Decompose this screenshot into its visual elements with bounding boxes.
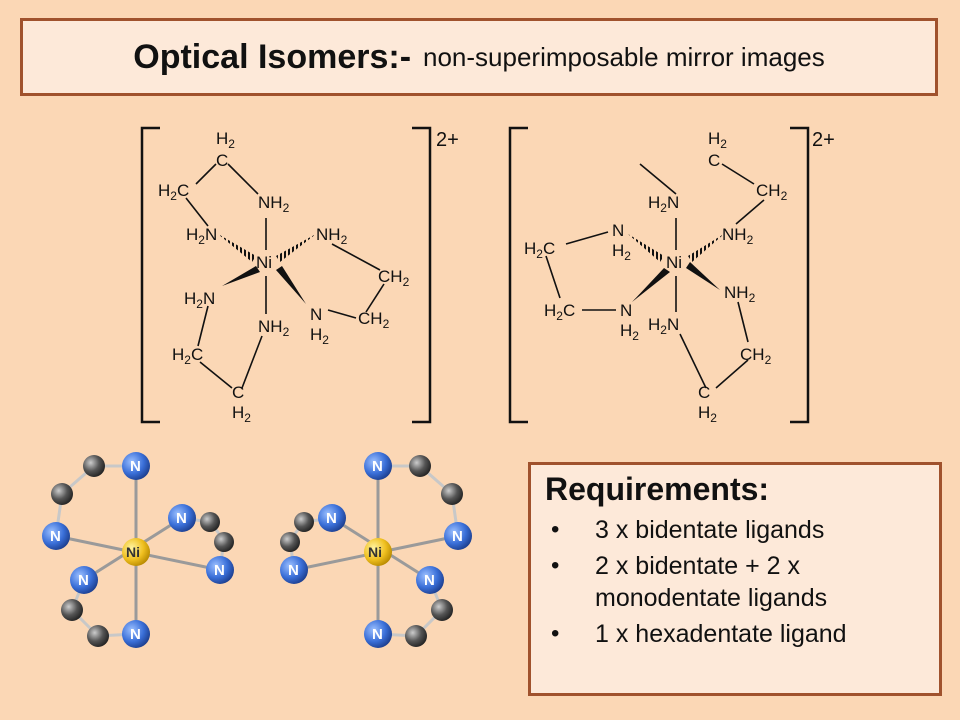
carbon-atom bbox=[441, 483, 463, 505]
label-nh2: NH2 bbox=[258, 193, 290, 215]
requirement-item: 1 x hexadentate ligand bbox=[545, 618, 925, 650]
label-h2n: H2N bbox=[648, 315, 679, 337]
carbon-atom bbox=[200, 512, 220, 532]
label-h2: H2 bbox=[310, 325, 329, 347]
label-c: C bbox=[708, 151, 720, 170]
label-ch2: CH2 bbox=[358, 309, 390, 331]
carbon-atom bbox=[405, 625, 427, 647]
label-h2c: H2C bbox=[158, 181, 189, 203]
label-nh2: NH2 bbox=[722, 225, 754, 247]
label-nh2: NH2 bbox=[316, 225, 348, 247]
carbon-atom bbox=[294, 512, 314, 532]
requirement-item: 3 x bidentate ligands bbox=[545, 514, 925, 546]
right-isomer-formula: 2+ H2 C CH2 H2N N H2 NH2 H2C Ni NH2 H2C … bbox=[508, 126, 835, 425]
svg-text:N: N bbox=[176, 510, 187, 527]
carbon-atom bbox=[409, 455, 431, 477]
nickel-atom: Ni bbox=[122, 538, 150, 566]
left-bracket-open bbox=[140, 126, 160, 424]
carbon-atom bbox=[280, 532, 300, 552]
label-ch2: CH2 bbox=[378, 267, 410, 289]
svg-text:Ni: Ni bbox=[368, 544, 382, 560]
structural-formulas: 2+ H2 C H2C NH2 H2N NH2 Ni CH2 H2N N H2 … bbox=[140, 126, 835, 425]
label-ni: Ni bbox=[256, 253, 272, 272]
label-h2c: H2C bbox=[544, 301, 575, 323]
nitrogen-atom: N bbox=[364, 620, 392, 648]
svg-text:N: N bbox=[130, 458, 141, 475]
svg-text:N: N bbox=[424, 572, 435, 589]
nitrogen-atom: N bbox=[122, 452, 150, 480]
nitrogen-atom: N bbox=[318, 504, 346, 532]
nitrogen-atom: N bbox=[444, 522, 472, 550]
right-ball-stick-model: N N N N N N Ni bbox=[280, 452, 472, 648]
svg-text:N: N bbox=[214, 562, 225, 579]
title-main: Optical Isomers:- bbox=[133, 37, 412, 76]
svg-text:N: N bbox=[372, 626, 383, 643]
label-nh2: NH2 bbox=[724, 283, 756, 305]
title-box: Optical Isomers:- non-superimposable mir… bbox=[20, 18, 938, 96]
carbon-atom bbox=[51, 483, 73, 505]
requirement-item: 2 x bidentate + 2 x monodentate ligands bbox=[545, 550, 925, 614]
nitrogen-atom: N bbox=[42, 522, 70, 550]
svg-text:Ni: Ni bbox=[126, 544, 140, 560]
nitrogen-atom: N bbox=[122, 620, 150, 648]
nitrogen-atom: N bbox=[206, 556, 234, 584]
nitrogen-atom: N bbox=[70, 566, 98, 594]
label-h2: H2 bbox=[612, 241, 631, 263]
left-bracket-close bbox=[412, 126, 432, 424]
label-nh2: NH2 bbox=[258, 317, 290, 339]
svg-text:N: N bbox=[452, 528, 463, 545]
left-charge: 2+ bbox=[436, 129, 459, 151]
title-subtitle: non-superimposable mirror images bbox=[423, 41, 825, 72]
requirements-list: 3 x bidentate ligands 2 x bidentate + 2 … bbox=[545, 514, 925, 650]
svg-text:N: N bbox=[78, 572, 89, 589]
svg-text:N: N bbox=[288, 562, 299, 579]
label-c: C bbox=[216, 151, 228, 170]
nitrogen-atom: N bbox=[280, 556, 308, 584]
label-n: N bbox=[620, 301, 632, 320]
left-ball-stick-model: N N N N N N Ni bbox=[42, 452, 234, 648]
label-h2: H2 bbox=[708, 129, 727, 151]
carbon-atom bbox=[83, 455, 105, 477]
svg-text:N: N bbox=[326, 510, 337, 527]
label-h2n: H2N bbox=[648, 193, 679, 215]
label-h2: H2 bbox=[620, 321, 639, 343]
label-h2c: H2C bbox=[524, 239, 555, 261]
label-ni: Ni bbox=[666, 253, 682, 272]
right-charge: 2+ bbox=[812, 129, 835, 151]
requirements-box: Requirements: 3 x bidentate ligands 2 x … bbox=[528, 462, 942, 696]
nitrogen-atom: N bbox=[364, 452, 392, 480]
right-bracket-open bbox=[508, 126, 528, 424]
svg-text:N: N bbox=[372, 458, 383, 475]
carbon-atom bbox=[61, 599, 83, 621]
carbon-atom bbox=[431, 599, 453, 621]
label-h2c: H2C bbox=[172, 345, 203, 367]
label-h2: H2 bbox=[232, 403, 251, 425]
label-h2: H2 bbox=[698, 403, 717, 425]
svg-text:N: N bbox=[50, 528, 61, 545]
svg-text:N: N bbox=[130, 626, 141, 643]
carbon-atom bbox=[87, 625, 109, 647]
label-h2: H2 bbox=[216, 129, 235, 151]
requirements-title: Requirements: bbox=[545, 471, 770, 507]
left-isomer-formula: 2+ H2 C H2C NH2 H2N NH2 Ni CH2 H2N N H2 … bbox=[140, 126, 459, 425]
right-bracket-close bbox=[790, 126, 810, 424]
label-c: C bbox=[232, 383, 244, 402]
nitrogen-atom: N bbox=[416, 566, 444, 594]
label-n: N bbox=[612, 221, 624, 240]
label-h2n: H2N bbox=[186, 225, 217, 247]
label-n: N bbox=[310, 305, 322, 324]
label-ch2: CH2 bbox=[756, 181, 788, 203]
nickel-atom: Ni bbox=[364, 538, 392, 566]
carbon-atom bbox=[214, 532, 234, 552]
label-c: C bbox=[698, 383, 710, 402]
nitrogen-atom: N bbox=[168, 504, 196, 532]
label-h2n: H2N bbox=[184, 289, 215, 311]
label-ch2: CH2 bbox=[740, 345, 772, 367]
